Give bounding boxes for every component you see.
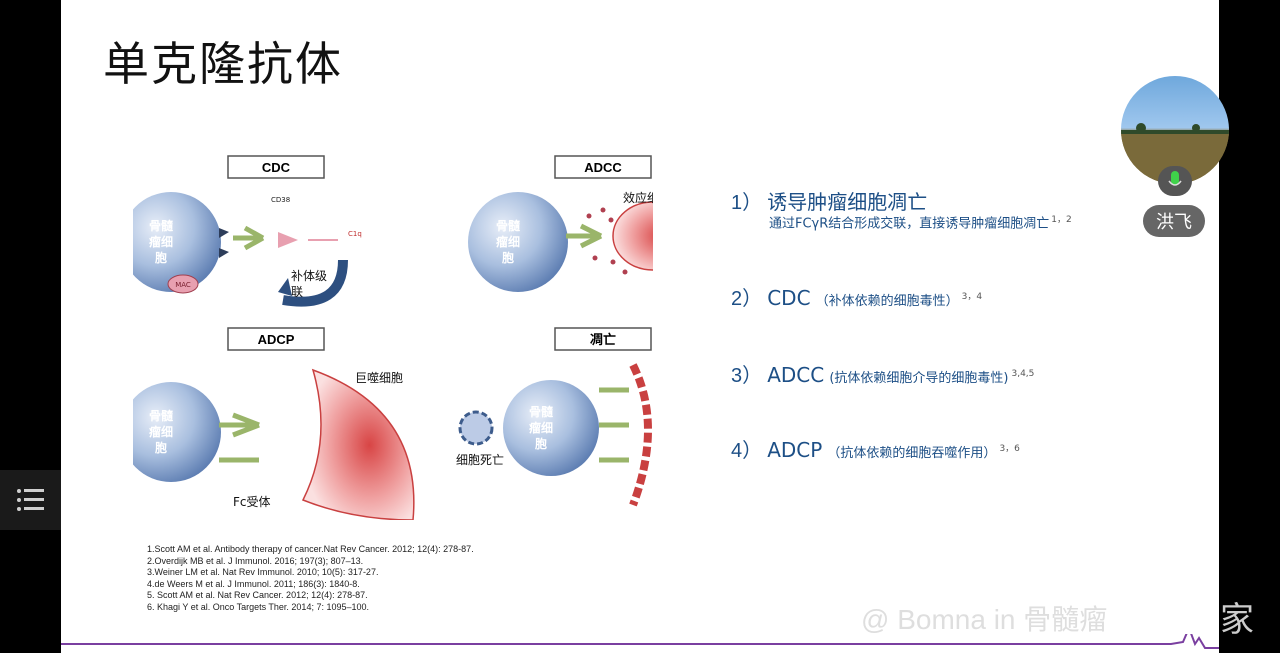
- mechanism-3: 3） ADCC (抗体依赖细胞介导的细胞毒性)3,4,5: [731, 363, 1035, 387]
- svg-text:胞: 胞: [535, 436, 547, 451]
- svg-text:瘤细: 瘤细: [529, 420, 553, 435]
- cdc-label: CDC: [262, 160, 291, 175]
- svg-text:补体级: 补体级: [291, 269, 327, 283]
- effector-cell: [612, 201, 653, 271]
- adcc-label: ADCC: [584, 160, 622, 175]
- adcp-tumor-cell: [133, 382, 221, 482]
- macrophage: [301, 368, 415, 520]
- microphone-icon: [1168, 171, 1182, 186]
- slide-title: 单克隆抗体: [103, 37, 343, 91]
- svg-text:骨髓: 骨髓: [529, 404, 554, 419]
- adcc-tumor-cell: [468, 192, 568, 292]
- svg-text:细胞死亡: 细胞死亡: [456, 453, 504, 467]
- svg-text:瘤细: 瘤细: [149, 424, 173, 439]
- svg-text:骨髓: 骨髓: [149, 218, 174, 233]
- participant-name: 洪飞: [1143, 205, 1205, 237]
- playback-progress-line[interactable]: [61, 634, 1219, 652]
- menu-icon: [16, 489, 44, 511]
- cdc-tumor-cell: [133, 192, 221, 292]
- svg-text:Fc受体: Fc受体: [233, 495, 271, 509]
- svg-text:胞: 胞: [155, 250, 167, 265]
- apoptosis-tumor-cell: [503, 380, 599, 476]
- cdc-panel: CDC 骨髓 瘤细 胞 CD38 C1q MAC 补体级 联: [133, 155, 362, 307]
- c1q-tag: C1q: [348, 230, 362, 238]
- reference-item: 3.Weiner LM et al. Nat Rev Immunol. 2010…: [147, 567, 379, 577]
- svg-text:胞: 胞: [155, 440, 167, 455]
- menu-button[interactable]: [0, 470, 61, 530]
- svg-text:瘤细: 瘤细: [149, 234, 173, 249]
- crosslink-chain: [629, 363, 652, 507]
- svg-text:骨髓: 骨髓: [149, 408, 174, 423]
- adcp-panel: ADCP 骨髓 瘤细 胞 巨噬细胞 Fc受体: [133, 327, 415, 520]
- cd38-tag: CD38: [271, 196, 290, 204]
- reference-item: 6. Khagi Y et al. Onco Targets Ther. 201…: [147, 601, 369, 612]
- svg-text:骨髓: 骨髓: [496, 218, 521, 233]
- presentation-slide: 单克隆抗体 CDC 骨髓 瘤细 胞 CD38: [61, 0, 1219, 653]
- adcc-panel: ADCC 骨髓 瘤细 胞 效应细胞: [468, 155, 653, 292]
- reference-item: 2.Overdijk MB et al. J Immunol. 2016; 19…: [147, 555, 364, 566]
- svg-text:联: 联: [291, 285, 303, 299]
- reference-item: 5. Scott AM et al. Nat Rev Cancer. 2012;…: [147, 590, 368, 600]
- watermark-end: 家: [1220, 600, 1254, 640]
- svg-text:巨噬细胞: 巨噬细胞: [355, 370, 403, 385]
- svg-text:胞: 胞: [502, 250, 514, 265]
- references: 1.Scott AM et al. Antibody therapy of ca…: [147, 544, 474, 613]
- reference-item: 4.de Weers M et al. J Immunol. 2011; 186…: [147, 578, 360, 589]
- svg-text:瘤细: 瘤细: [496, 234, 520, 249]
- mechanism-2: 2） CDC （补体依赖的细胞毒性）3，4: [731, 286, 983, 310]
- microphone-indicator[interactable]: [1158, 166, 1192, 196]
- apoptosis-label: 凋亡: [590, 332, 616, 347]
- mechanism-4: 4） ADCP （抗体依赖的细胞吞噬作用）3，6: [731, 438, 1020, 462]
- mechanism-diagram: CDC 骨髓 瘤细 胞 CD38 C1q MAC 补体级 联 ADCC 骨髓 瘤…: [133, 155, 653, 520]
- adcp-label: ADCP: [258, 332, 295, 347]
- watermark: @ Bomna in 骨髓瘤: [861, 604, 1108, 635]
- reference-item: 1.Scott AM et al. Antibody therapy of ca…: [147, 544, 474, 554]
- mechanism-1: 1） 诱导肿瘤细胞凋亡: [731, 190, 928, 214]
- svg-text:MAC: MAC: [175, 281, 191, 289]
- dying-cell: [458, 410, 494, 446]
- svg-text:效应细胞: 效应细胞: [623, 190, 653, 205]
- apoptosis-panel: 凋亡 骨髓 瘤细 胞 交 联 细胞死亡: [456, 327, 652, 507]
- mac-complex: [167, 274, 199, 294]
